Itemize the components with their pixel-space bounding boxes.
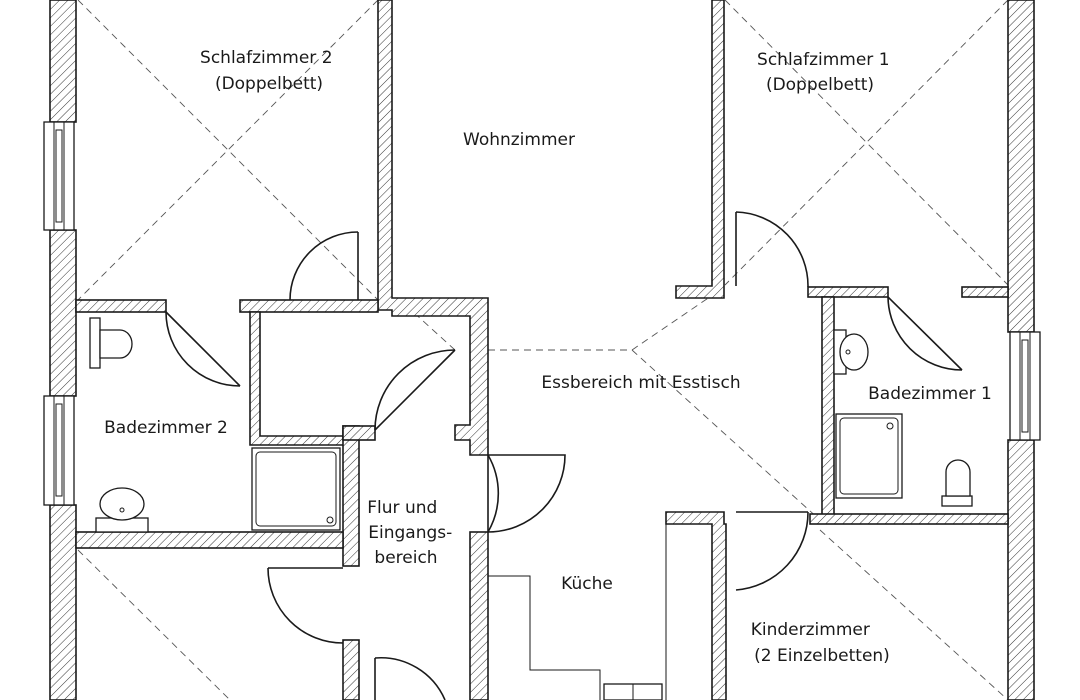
- diagonal-dining-b: [631, 289, 721, 351]
- window-left-upper: [43, 121, 75, 231]
- shower-bath1: [835, 413, 903, 499]
- wall-kitchen-kids: [665, 511, 727, 700]
- wall-left-exterior-bottom: [49, 504, 77, 700]
- sink-bath1: [833, 329, 869, 375]
- wall-hall-left-top: [342, 425, 376, 441]
- svg-text:Schlafzimmer 2 (Doppelbe: Schlafzimmer 2 (Doppelbett): [200, 48, 338, 94]
- wall-bedroom1-bottom-right: [961, 286, 1009, 298]
- wall-bedroom1-bottom: [807, 286, 889, 298]
- label-bedroom1-line1: Schlafzimmer 1: [757, 50, 889, 70]
- room-labels: Schlafzimmer 2 (Doppelbett) Wohnzimmer S…: [104, 48, 992, 666]
- label-dining: Essbereich mit Esstisch: [541, 373, 740, 393]
- svg-text:Kinderzimmer (2 Einzelbe: Kinderzimmer (2 Einzelbetten): [751, 620, 890, 666]
- door-bath2: [165, 311, 241, 387]
- wall-right-exterior-top: [1007, 0, 1035, 333]
- label-kids-line2: (2 Einzelbetten): [754, 646, 890, 666]
- label-bath2: Badezimmer 2: [104, 418, 228, 438]
- label-hall-line2: Eingangs-: [368, 523, 452, 543]
- label-bedroom2-line2: (Doppelbett): [215, 74, 323, 94]
- label-living: Wohnzimmer: [463, 130, 575, 150]
- door-bottom-hall: [374, 656, 446, 700]
- wall-hall-left: [342, 425, 360, 567]
- door-kitchen-dining: [487, 454, 566, 533]
- diagonal-bedroom1-a: [724, 0, 1009, 286]
- toilet-bath2: [89, 317, 133, 369]
- diagonal-bedroom2-b: [77, 0, 379, 301]
- door-kids: [735, 511, 809, 591]
- walls: [49, 0, 1035, 700]
- svg-text:Schlafzimmer 1 (Doppelbe: Schlafzimmer 1 (Doppelbett): [757, 50, 895, 95]
- wall-bath2-top-right: [239, 299, 379, 313]
- label-bedroom2-line1: Schlafzimmer 2: [200, 48, 332, 68]
- diagonal-bottomleft-a: [77, 549, 231, 700]
- wall-bath1-left: [821, 296, 835, 518]
- door-entrance: [267, 567, 344, 644]
- svg-text:Flur und Eingangs-: Flur und Eingangs- bereich: [367, 498, 457, 568]
- wall-bath1-bottom: [809, 513, 1009, 525]
- windows: [43, 121, 1041, 506]
- shower-bath2: [251, 447, 341, 531]
- ceiling-diagonals: [77, 0, 1009, 700]
- label-bedroom1-line2: (Doppelbett): [766, 75, 874, 95]
- diagonal-bedroom1-b: [724, 0, 1009, 286]
- wall-bedroom2-living: [377, 0, 489, 456]
- toilet-bath1: [941, 459, 973, 507]
- kitchen-counter: [488, 524, 667, 700]
- door-bedroom1: [735, 211, 809, 288]
- wall-left-exterior-top: [49, 0, 77, 123]
- diagonal-dining-c: [631, 349, 821, 521]
- fixtures: [89, 317, 973, 700]
- wall-hall-left-lower: [342, 639, 360, 700]
- label-hall-line1: Flur und: [367, 498, 437, 518]
- label-hall-line3: bereich: [374, 548, 437, 568]
- wall-hall-kitchen: [469, 531, 489, 700]
- window-left-lower: [43, 395, 75, 506]
- door-hall-closet: [374, 349, 456, 431]
- label-bath1: Badezimmer 1: [868, 384, 992, 404]
- door-bath1: [887, 296, 963, 371]
- doors: [165, 211, 963, 700]
- wall-living-bedroom1: [675, 0, 725, 299]
- label-kitchen: Küche: [561, 574, 613, 594]
- label-kids-line1: Kinderzimmer: [751, 620, 870, 640]
- diagonal-kids-a: [819, 529, 1009, 700]
- wall-closet: [249, 311, 346, 446]
- wall-right-exterior-bottom: [1007, 439, 1035, 700]
- sink-bath2: [95, 487, 149, 533]
- wall-left-exterior-mid: [49, 229, 77, 397]
- diagonal-bedroom2-a: [77, 0, 379, 301]
- door-bedroom2: [289, 231, 359, 301]
- wall-bath2-top: [75, 299, 167, 313]
- wall-bath2-bottom: [75, 531, 344, 549]
- window-right-bath1: [1009, 331, 1041, 441]
